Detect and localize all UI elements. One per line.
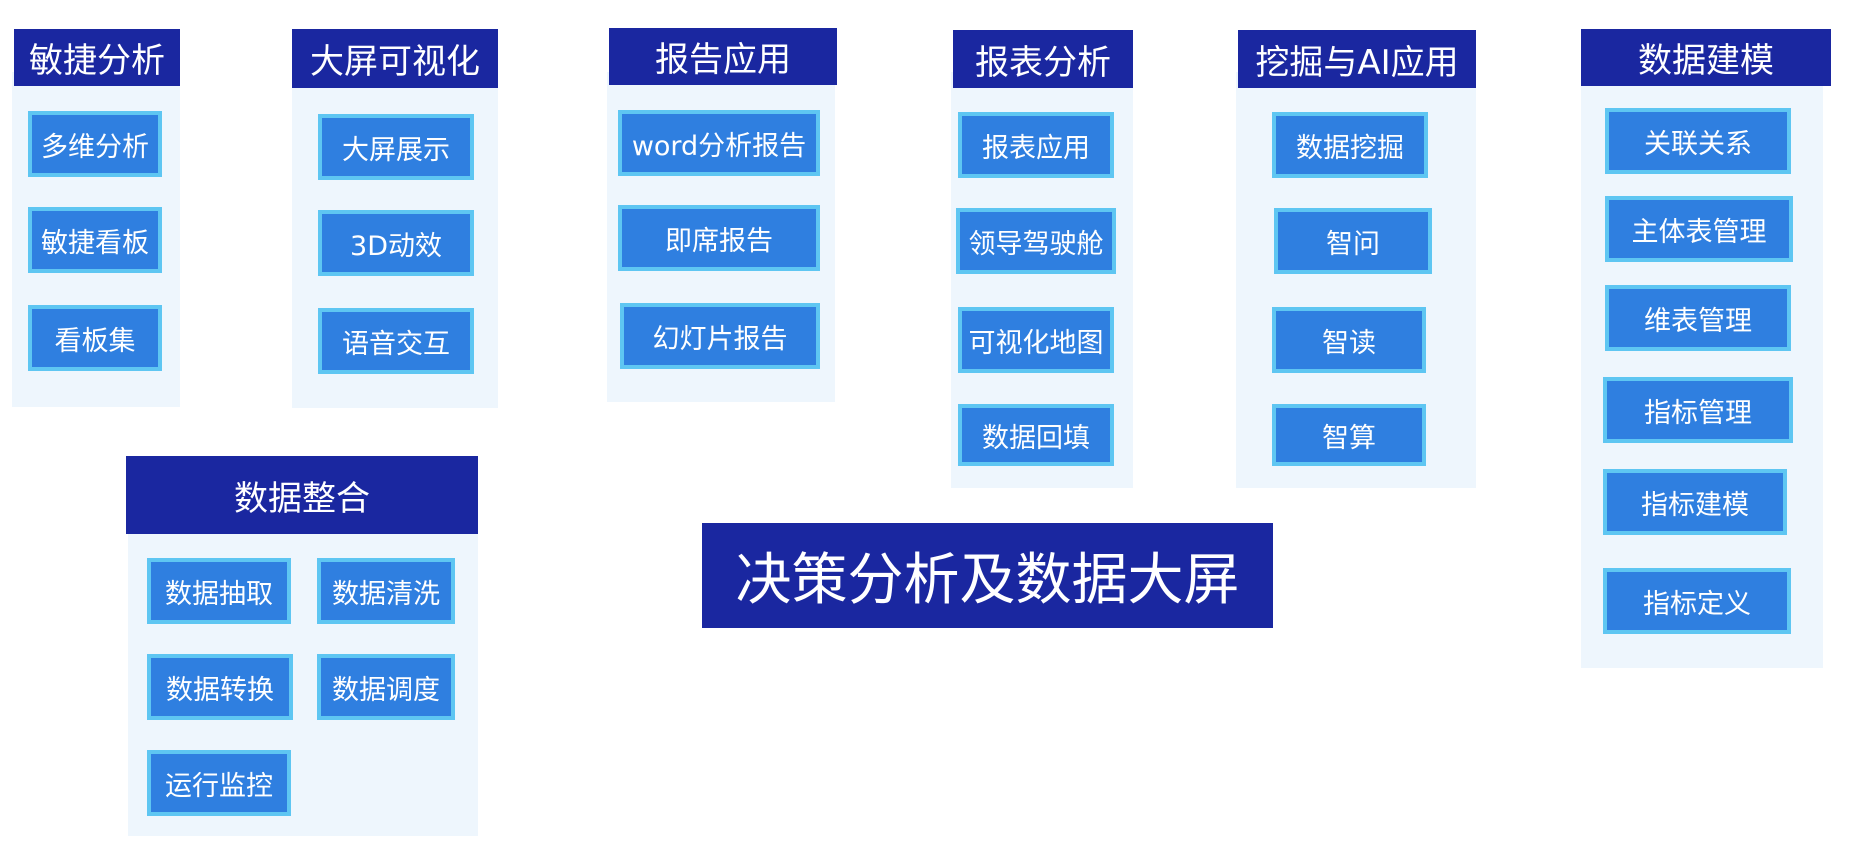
module-visual-map[interactable]: 可视化地图: [958, 307, 1114, 373]
group-title: 报告应用: [609, 28, 837, 85]
module-multidim-analysis[interactable]: 多维分析: [28, 111, 162, 177]
module-slide-report[interactable]: 幻灯片报告: [620, 303, 820, 369]
module-data-extraction[interactable]: 数据抽取: [147, 558, 291, 624]
module-data-transform[interactable]: 数据转换: [147, 654, 293, 720]
group-title: 挖掘与AI应用: [1238, 30, 1476, 88]
module-3d-effects[interactable]: 3D动效: [318, 210, 474, 276]
module-voice-interaction[interactable]: 语音交互: [318, 308, 474, 374]
main-title: 决策分析及数据大屏: [702, 523, 1273, 628]
group-title: 敏捷分析: [14, 29, 180, 86]
module-relationships[interactable]: 关联关系: [1605, 108, 1791, 174]
module-screen-display[interactable]: 大屏展示: [318, 114, 474, 180]
module-dashboard-set[interactable]: 看板集: [28, 305, 162, 371]
module-data-backfill[interactable]: 数据回填: [958, 404, 1114, 466]
group-title: 报表分析: [953, 30, 1133, 88]
module-subject-table-mgmt[interactable]: 主体表管理: [1605, 196, 1793, 262]
module-run-monitoring[interactable]: 运行监控: [147, 750, 291, 816]
module-word-report[interactable]: word分析报告: [618, 110, 820, 176]
module-metric-modeling[interactable]: 指标建模: [1603, 469, 1787, 535]
module-smart-compute[interactable]: 智算: [1272, 404, 1426, 466]
module-data-scheduling[interactable]: 数据调度: [317, 654, 455, 720]
module-smart-ask[interactable]: 智问: [1274, 208, 1432, 274]
group-title: 数据整合: [126, 456, 478, 534]
module-metric-mgmt[interactable]: 指标管理: [1603, 377, 1793, 443]
group-title: 大屏可视化: [292, 29, 498, 88]
module-data-cleaning[interactable]: 数据清洗: [317, 558, 455, 624]
module-metric-definition[interactable]: 指标定义: [1603, 568, 1791, 634]
module-dimension-table-mgmt[interactable]: 维表管理: [1605, 285, 1791, 351]
module-smart-read[interactable]: 智读: [1272, 307, 1426, 373]
module-report-app[interactable]: 报表应用: [958, 112, 1114, 178]
module-data-mining[interactable]: 数据挖掘: [1272, 112, 1428, 178]
group-title: 数据建模: [1581, 29, 1831, 86]
module-leader-cockpit[interactable]: 领导驾驶舱: [956, 208, 1116, 274]
module-adhoc-report[interactable]: 即席报告: [618, 205, 820, 271]
module-agile-dashboard[interactable]: 敏捷看板: [28, 207, 162, 273]
